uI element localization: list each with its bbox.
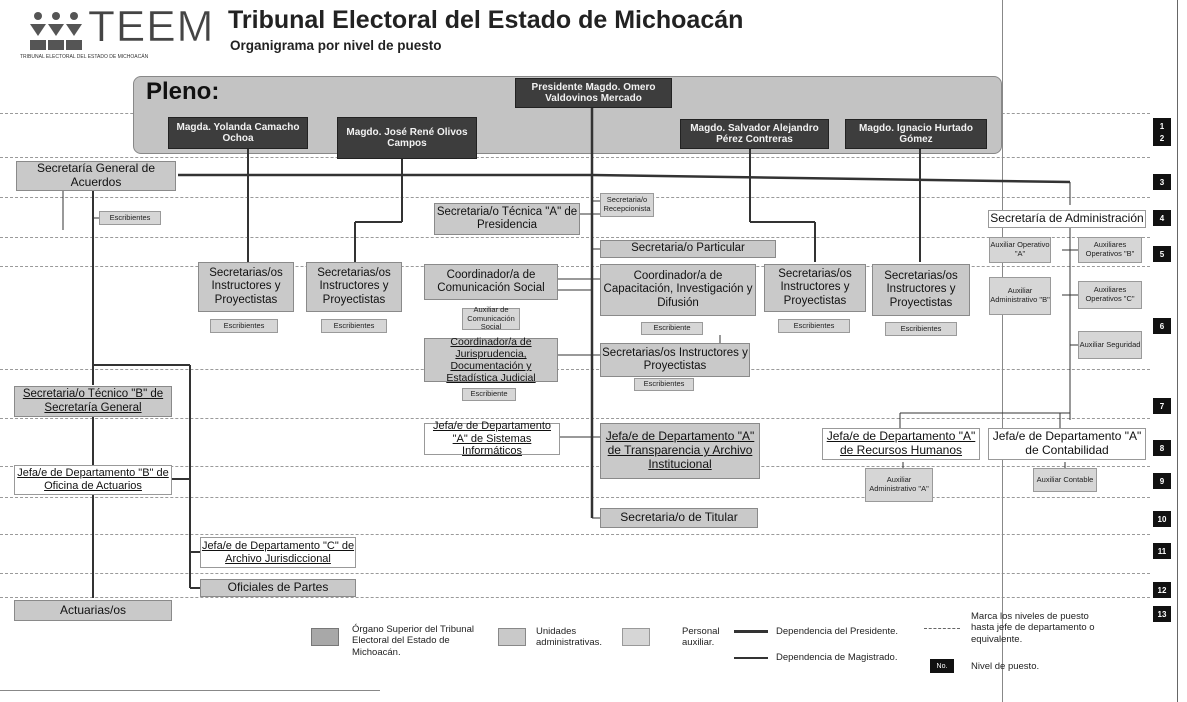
legend-nivel: Nivel de puesto.: [971, 661, 1040, 672]
jefatura-contabilidad[interactable]: Jefa/e de Departamento "A" de Contabilid…: [988, 428, 1146, 460]
level-marker: 12: [1153, 582, 1171, 598]
people-icon: [30, 12, 82, 50]
legend-marca: Marca los niveles de puesto hasta jefe d…: [971, 611, 1095, 645]
pleno-label: Pleno:: [146, 78, 220, 105]
secretaria-titular[interactable]: Secretaria/o de Titular: [600, 508, 758, 528]
jefatura-oficina-actuarios[interactable]: Jefa/e de Departamento "B" de Oficina de…: [14, 465, 172, 495]
right-border-line: [1177, 0, 1178, 702]
legend-swatch-organo: [311, 628, 339, 646]
escribiente-capacitacion[interactable]: Escribiente: [641, 322, 703, 335]
level-marker: 8: [1153, 440, 1171, 456]
level-marker: 7: [1153, 398, 1171, 414]
auxiliar-operativo-a[interactable]: Auxiliar Operativo "A": [989, 237, 1051, 263]
secretaria-administracion[interactable]: Secretaría de Administración: [988, 210, 1146, 228]
level-marker: 9: [1153, 473, 1171, 489]
auxiliar-contable[interactable]: Auxiliar Contable: [1033, 468, 1097, 492]
actuarias-os[interactable]: Actuarias/os: [14, 600, 172, 621]
sip-presidencia[interactable]: Secretarias/os Instructores y Proyectist…: [600, 343, 750, 377]
level-line: [0, 534, 1150, 535]
escribiente-jurisprudencia[interactable]: Escribiente: [462, 388, 516, 401]
legend-unidades: Unidades administrativas.: [536, 626, 602, 649]
level-line: [0, 197, 1150, 198]
auxiliares-operativos-b[interactable]: Auxiliares Operativos "B": [1078, 237, 1142, 263]
auxiliar-administrativo-a[interactable]: Auxiliar Administrativo "A": [865, 468, 933, 502]
page-title: Tribunal Electoral del Estado de Michoac…: [228, 6, 744, 34]
logo-text: TEEM: [88, 2, 215, 52]
auxiliar-administrativo-b[interactable]: Auxiliar Administrativo "B": [989, 277, 1051, 315]
legend-dashed-line: [924, 628, 960, 629]
coordinacion-comunicacion-social[interactable]: Coordinador/a de Comunicación Social: [424, 264, 558, 300]
level-line: [0, 573, 1150, 574]
magistrada-yolanda-box[interactable]: Magda. Yolanda Camacho Ochoa: [168, 117, 308, 149]
magistrado-jose-box[interactable]: Magdo. José René Olivos Campos: [337, 117, 477, 159]
legend-line-presidente: [734, 630, 768, 633]
level-marker: 5: [1153, 246, 1171, 262]
magistrado-ignacio-box[interactable]: Magdo. Ignacio Hurtado Gómez: [845, 119, 987, 149]
level-marker: 4: [1153, 210, 1171, 226]
jefatura-sistemas-informaticos[interactable]: Jefa/e de Departamento "A" de Sistemas I…: [424, 420, 560, 457]
bottom-line: [0, 690, 380, 691]
coordinacion-jurisprudencia[interactable]: Coordinador/a de Jurisprudencia, Documen…: [424, 336, 558, 384]
level-marker: 3: [1153, 174, 1171, 190]
legend-line-magistrado: [734, 657, 768, 659]
level-line: [0, 266, 1150, 267]
auxiliar-comunicacion-social[interactable]: Auxiliar de Comunicación Social: [462, 305, 520, 331]
logo: TEEM TRIBUNAL ELECTORAL DEL ESTADO DE MI…: [20, 2, 218, 66]
level-line: [0, 157, 1150, 158]
auxiliares-operativos-c[interactable]: Auxiliares Operativos "C": [1078, 281, 1142, 309]
level-line: [0, 597, 1150, 598]
legend-nivel-box: No.: [930, 659, 954, 673]
logo-subtext: TRIBUNAL ELECTORAL DEL ESTADO DE MICHOAC…: [20, 54, 149, 60]
coordinacion-capacitacion[interactable]: Coordinador/a de Capacitación, Investiga…: [600, 264, 756, 316]
escribientes-presidencia[interactable]: Escribientes: [634, 378, 694, 391]
level-line: [0, 466, 1150, 467]
level-line: [0, 497, 1150, 498]
secretaria-particular[interactable]: Secretaria/o Particular: [600, 240, 776, 258]
level-marker: 10: [1153, 511, 1171, 527]
level-line: [0, 418, 1150, 419]
escribientes-yolanda[interactable]: Escribientes: [210, 319, 278, 333]
legend-dep-presidente: Dependencia del Presidente.: [776, 626, 899, 637]
level-line: [0, 369, 1150, 370]
legend-swatch-personal: [622, 628, 650, 646]
secretaria-recepcionista[interactable]: Secretaria/o Recepcionista: [600, 193, 654, 217]
sip-salvador[interactable]: Secretarias/os Instructores y Proyectist…: [764, 264, 866, 312]
secretaria-tecnica-presidencia[interactable]: Secretaria/o Técnica "A" de Presidencia: [434, 203, 580, 235]
sip-jose[interactable]: Secretarias/os Instructores y Proyectist…: [306, 262, 402, 312]
legend-organo: Órgano Superior del Tribunal Electoral d…: [352, 624, 474, 658]
magistrado-salvador-box[interactable]: Magdo. Salvador Alejandro Pérez Contrera…: [680, 119, 829, 149]
vertical-marker-line: [1002, 0, 1003, 702]
jefatura-transparencia[interactable]: Jefa/e de Departamento "A" de Transparen…: [600, 423, 760, 479]
level-marker: 2: [1153, 130, 1171, 146]
oficiales-de-partes[interactable]: Oficiales de Partes: [200, 579, 356, 597]
level-marker: 6: [1153, 318, 1171, 334]
legend-personal: Personal auxiliar.: [682, 626, 720, 649]
escribientes-salvador[interactable]: Escribientes: [778, 319, 850, 333]
escribientes-sga[interactable]: Escribientes: [99, 211, 161, 225]
sip-ignacio[interactable]: Secretarias/os Instructores y Proyectist…: [872, 264, 970, 316]
level-line: [0, 237, 1150, 238]
secretaria-tecnica-b[interactable]: Secretaria/o Técnico "B" de Secretaría G…: [14, 386, 172, 417]
auxiliar-seguridad[interactable]: Auxiliar Seguridad: [1078, 331, 1142, 359]
legend-dep-magistrado: Dependencia de Magistrado.: [776, 652, 898, 663]
sip-yolanda[interactable]: Secretarias/os Instructores y Proyectist…: [198, 262, 294, 312]
secretaria-general-acuerdos[interactable]: Secretaría General de Acuerdos: [16, 161, 176, 191]
level-marker: 11: [1153, 543, 1171, 559]
escribientes-ignacio[interactable]: Escribientes: [885, 322, 957, 336]
escribientes-jose[interactable]: Escribientes: [321, 319, 387, 333]
legend-swatch-unidades: [498, 628, 526, 646]
level-marker: 13: [1153, 606, 1171, 622]
page-subtitle: Organigrama por nivel de puesto: [230, 38, 442, 53]
presidente-box[interactable]: Presidente Magdo. Omero Valdovinos Merca…: [515, 78, 672, 108]
jefatura-archivo-jurisdiccional[interactable]: Jefa/e de Departamento "C" de Archivo Ju…: [200, 537, 356, 568]
jefatura-recursos-humanos[interactable]: Jefa/e de Departamento "A" de Recursos H…: [822, 428, 980, 460]
